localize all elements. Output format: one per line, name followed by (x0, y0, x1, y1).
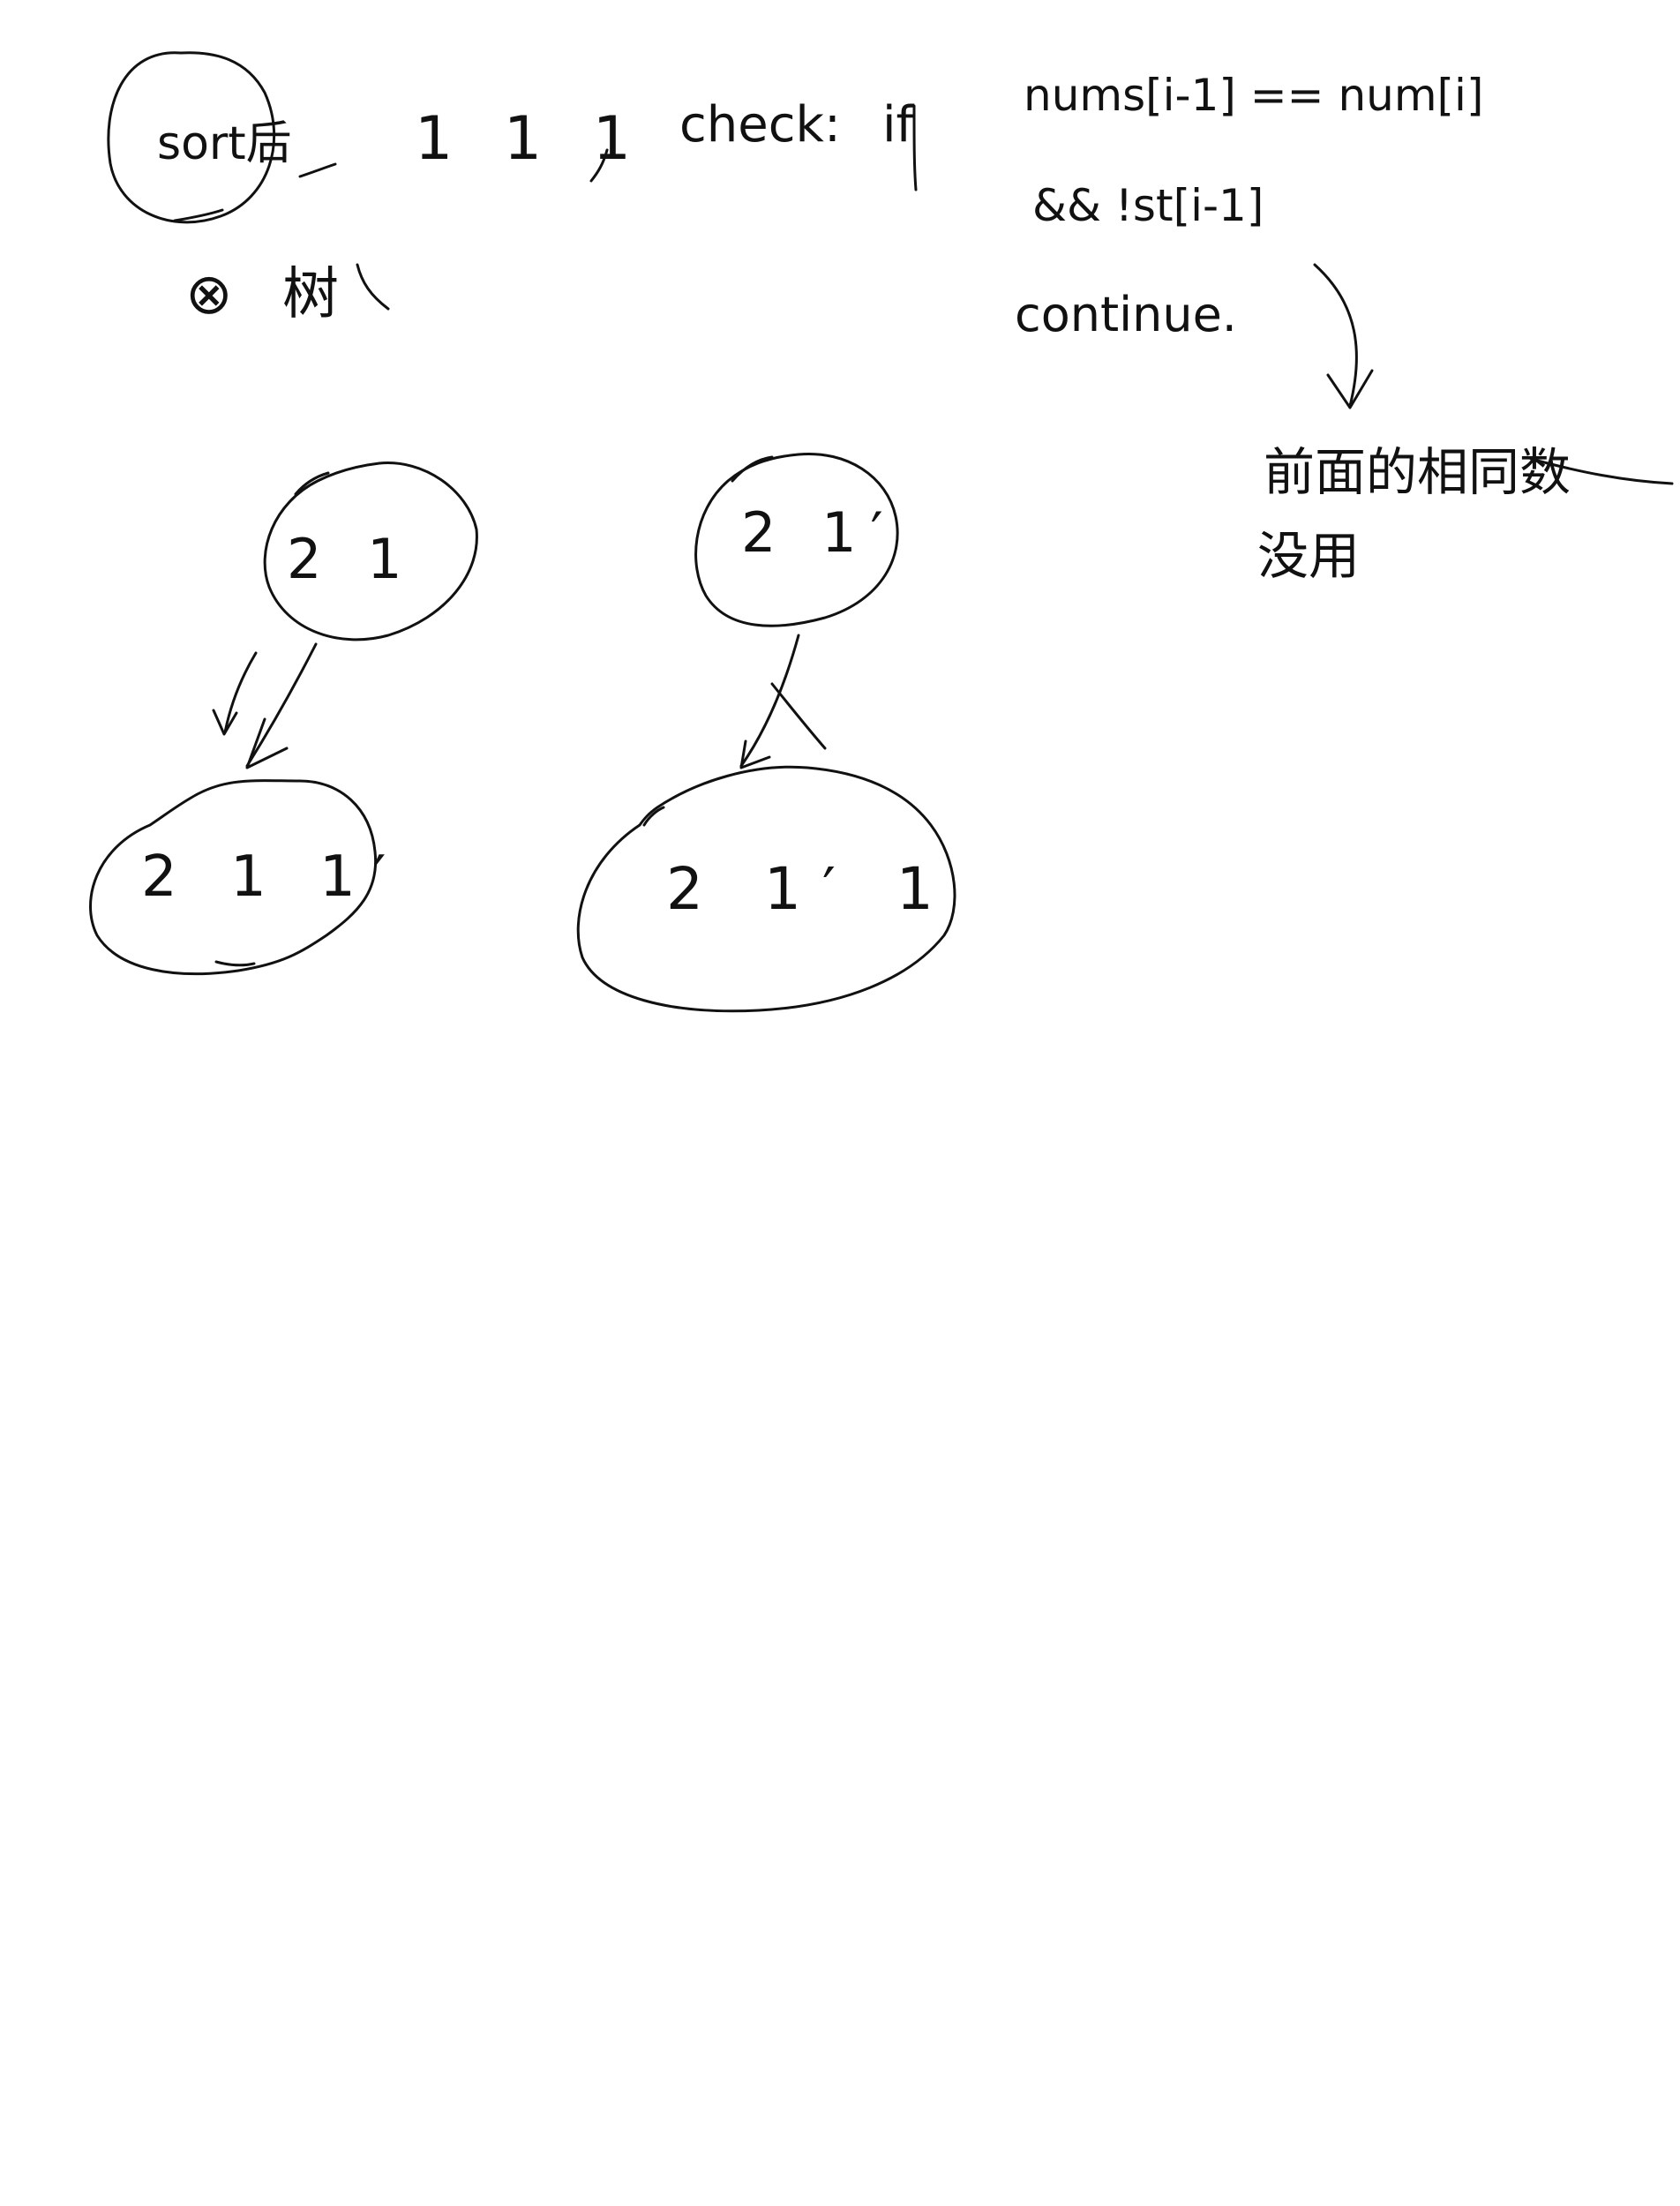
right-child-node (576, 765, 956, 1013)
right-child-tick (642, 806, 665, 827)
left-parent-node (263, 461, 478, 642)
right-parent-node (694, 452, 899, 627)
left-parent-label: 2 1 (287, 527, 416, 591)
left-edge-arrow-1 (223, 651, 258, 734)
check-label: check: (679, 96, 841, 154)
right-edge-arrow-head (739, 739, 771, 769)
left-edge-arrow-2-head (245, 717, 289, 769)
ones-comma (589, 148, 609, 183)
condition-line-2: && !st[i-1] (1032, 180, 1264, 231)
phrase-stroke (356, 263, 390, 311)
annotation-arrow-shaft (1313, 263, 1358, 408)
handwritten-phrase: 树 (282, 262, 339, 327)
ones-row-note: 1 1 1 (415, 104, 647, 183)
annotation-arrow-head (1326, 369, 1374, 409)
continue-label: continue. (1015, 287, 1237, 342)
left-tree: 2 1 2 1 1′ (89, 461, 478, 976)
right-tree: 2 1′ 2 1′ 1 (576, 452, 956, 1013)
ones-row: 1 1 1 (415, 104, 647, 174)
condition-note: nums[i-1] == num[i] && !st[i-1] continue… (1015, 70, 1483, 342)
annotation-arrow (1313, 263, 1374, 409)
circled-symbol: ⊗ (185, 262, 233, 327)
if-tail (912, 104, 918, 191)
if-label: if (882, 96, 915, 154)
left-child-label: 2 1 1′ (141, 844, 403, 910)
left-parent-tick (294, 471, 330, 496)
annotation-strike (1529, 457, 1674, 485)
phrase-note: ⊗ 树 (185, 262, 390, 327)
right-child-label: 2 1′ 1 (666, 855, 955, 923)
annotation-line-1: 前面的相同数 (1264, 442, 1571, 502)
right-parent-label: 2 1′ (741, 500, 897, 565)
annotation-line-2: 没用 (1257, 526, 1360, 586)
left-edge-arrow-2 (245, 642, 318, 768)
check-note: check: if (679, 96, 918, 191)
condition-line-1: nums[i-1] == num[i] (1024, 70, 1483, 121)
sort-dash (298, 162, 337, 178)
right-edge-cross (770, 682, 827, 750)
right-edge-arrow (739, 634, 800, 768)
left-child-node (89, 779, 378, 976)
sort-note: sort后 (107, 51, 337, 224)
sort-circle (107, 51, 276, 224)
annotation-note: 前面的相同数 没用 (1257, 442, 1674, 586)
right-parent-tick (731, 455, 774, 483)
sort-label: sort后 (157, 117, 292, 170)
left-edge-arrow-1-head (212, 709, 238, 736)
left-child-tick (214, 960, 256, 967)
sort-underline (173, 208, 224, 222)
